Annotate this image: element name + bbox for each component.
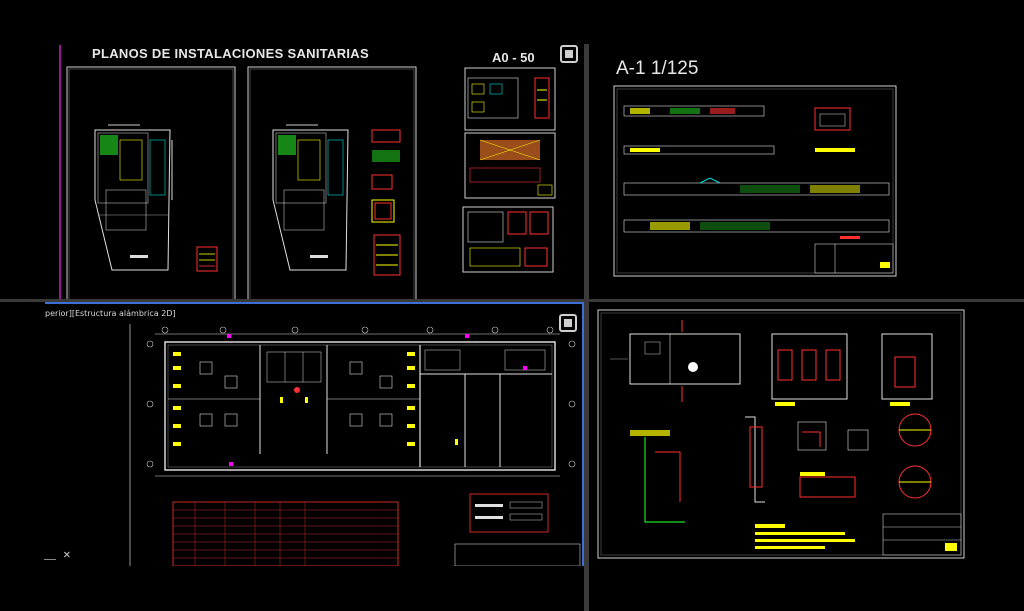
details-drawing [597, 309, 965, 559]
viewport-bottom-right[interactable] [590, 302, 1024, 611]
sheet-title-sanitarias: PLANOS DE INSTALACIONES SANITARIAS [92, 46, 369, 61]
floor-plan-drawing [129, 324, 581, 566]
sanitary-plans-drawing [59, 45, 556, 300]
viewport-separator-vertical[interactable] [584, 44, 589, 611]
viewport-bottom-left[interactable]: perior][Estructura alámbrica 2D] [45, 302, 584, 566]
ucs-icon: ⸏ ✕ [44, 547, 71, 561]
sheet-title-a1: A-1 1/125 [616, 58, 699, 79]
sheet-title-a0: A0 - 50 [492, 50, 535, 65]
viewport-top-left[interactable]: PLANOS DE INSTALACIONES SANITARIAS A0 - … [0, 0, 583, 300]
elevations-drawing [613, 85, 897, 277]
viewport-top-right[interactable]: A-1 1/125 [590, 0, 1024, 300]
navigation-cube-icon[interactable] [560, 45, 578, 63]
viewport-view-label[interactable]: perior][Estructura alámbrica 2D] [45, 309, 176, 318]
viewport-separator-horizontal[interactable] [0, 299, 1024, 302]
navigation-cube-icon[interactable] [559, 314, 577, 332]
